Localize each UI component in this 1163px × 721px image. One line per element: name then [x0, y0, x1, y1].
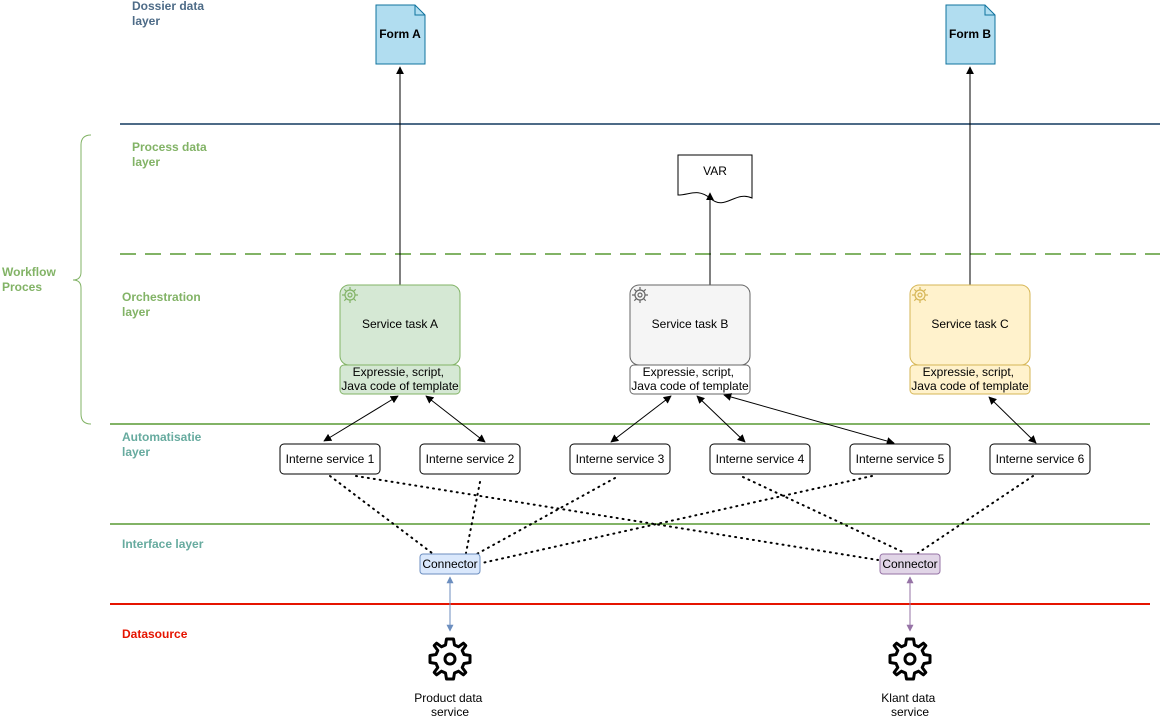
service-task-c-title: Service task C: [931, 317, 1009, 331]
connector-klant[interactable]: Connector: [879, 553, 941, 575]
gear-icon: [912, 287, 928, 303]
interne-service-1-label: Interne service 1: [286, 452, 375, 466]
orchestration-layer-label: Orchestration layer: [122, 290, 204, 319]
interne-service-1[interactable]: Interne service 1: [279, 443, 381, 475]
gear-icon: [632, 287, 648, 303]
interne-service-3-label: Interne service 3: [576, 452, 665, 466]
service-1-connector-a-link: [329, 475, 433, 554]
task-a-service-2-link: [425, 395, 486, 443]
service-4-connector-b-link: [742, 476, 906, 554]
var-document[interactable]: VAR: [677, 154, 753, 204]
gear-icon: [342, 287, 358, 303]
product-data-service-cog-icon[interactable]: [428, 637, 472, 681]
service-task-b[interactable]: Service task B Expressie, script, Java c…: [629, 284, 751, 395]
interne-service-2[interactable]: Interne service 2: [419, 443, 521, 475]
interface-layer-label: Interface layer: [122, 537, 204, 551]
task-b-service-3-link: [610, 395, 672, 443]
product-data-service-label: Product data service: [414, 691, 485, 719]
service-task-a-detail: Expressie, script, Java code of template: [341, 365, 459, 393]
interne-service-3[interactable]: Interne service 3: [569, 443, 671, 475]
form-b-document[interactable]: Form B: [945, 4, 996, 65]
service-task-c-detail-box: [909, 364, 1031, 395]
interne-service-6-label: Interne service 6: [996, 452, 1085, 466]
service-task-b-detail: Expressie, script, Java code of template: [631, 365, 749, 393]
service-task-a-detail-box: [339, 364, 461, 395]
interne-service-4[interactable]: Interne service 4: [709, 443, 811, 475]
service-6-connector-b-link: [917, 475, 1034, 554]
klant-data-service-cog-icon[interactable]: [888, 637, 932, 681]
interne-service-5[interactable]: Interne service 5: [849, 443, 951, 475]
connector-klant-label: Connector: [882, 557, 937, 571]
connector-product-label: Connector: [422, 557, 477, 571]
service-task-c-detail: Expressie, script, Java code of template: [911, 365, 1029, 393]
process-layer-label: Process data layer: [132, 140, 210, 169]
workflow-label: Workflow Proces: [2, 265, 59, 294]
service-task-c[interactable]: Service task C Expressie, script, Java c…: [909, 284, 1031, 395]
task-a-service-1-link: [323, 395, 399, 442]
var-label: VAR: [703, 164, 727, 178]
klant-data-service-label: Klant data service: [881, 691, 938, 719]
connector-product[interactable]: Connector: [419, 553, 481, 575]
workflow-brace: [72, 134, 92, 425]
form-b-label: Form B: [949, 27, 991, 41]
dossier-layer-label: Dossier data layer: [132, 0, 207, 28]
service-3-connector-a-link: [474, 477, 616, 556]
service-1-connector-b-link: [355, 475, 879, 561]
service-5-connector-a-link: [481, 475, 873, 564]
interne-service-4-label: Interne service 4: [716, 452, 805, 466]
form-a-label: Form A: [379, 27, 421, 41]
interne-service-2-label: Interne service 2: [426, 452, 515, 466]
interne-service-6[interactable]: Interne service 6: [989, 443, 1091, 475]
task-b-service-4-link: [696, 395, 746, 443]
service-task-b-detail-box: [629, 364, 751, 395]
interne-service-5-label: Interne service 5: [856, 452, 945, 466]
form-a-document[interactable]: Form A: [375, 4, 426, 65]
automation-layer-label: Automatisatie layer: [122, 430, 205, 459]
task-c-service-6-link: [988, 396, 1037, 444]
service-task-a-title: Service task A: [362, 317, 438, 331]
datasource-layer-label: Datasource: [122, 627, 188, 641]
service-task-b-title: Service task B: [652, 317, 729, 331]
task-b-service-5-link: [723, 393, 895, 445]
service-task-a[interactable]: Service task A Expressie, script, Java c…: [339, 284, 461, 395]
service-2-connector-a-link: [465, 481, 481, 554]
